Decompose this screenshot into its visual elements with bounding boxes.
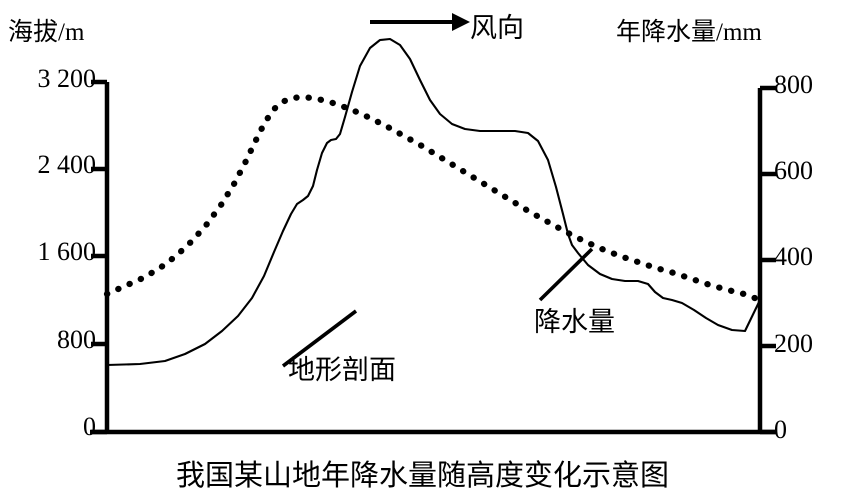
figure-caption: 我国某山地年降水量随高度变化示意图 bbox=[175, 460, 669, 492]
right-tick-label-600: 600 bbox=[774, 156, 813, 185]
right-tick-label-200: 200 bbox=[774, 329, 813, 358]
right-tick-label-800: 800 bbox=[774, 70, 813, 99]
left-tick-label-2400: 2 400 bbox=[37, 150, 97, 179]
terrain-label-leader-line bbox=[281, 309, 358, 368]
left-axis-title: 海拔/m bbox=[8, 19, 85, 46]
wind-direction-label: 风向 bbox=[470, 13, 524, 43]
right-tick-label-400: 400 bbox=[774, 242, 813, 271]
precipitation-label: 降水量 bbox=[534, 307, 615, 337]
terrain-profile-label: 地形剖面 bbox=[288, 355, 396, 385]
left-tick-label-1600: 1 600 bbox=[37, 237, 97, 266]
left-tick-label-0: 0 bbox=[83, 412, 96, 441]
terrain-profile-curve bbox=[105, 37, 762, 367]
right-tick-label-0: 0 bbox=[774, 415, 787, 444]
left-tick-label-800: 800 bbox=[57, 325, 96, 354]
precipitation-label-leader-line bbox=[538, 247, 594, 302]
right-axis-title: 年降水量/mm bbox=[616, 19, 762, 46]
precipitation-curve bbox=[103, 93, 764, 304]
wind-direction-arrow-icon bbox=[370, 13, 470, 31]
left-tick-label-3200: 3 200 bbox=[37, 64, 97, 93]
